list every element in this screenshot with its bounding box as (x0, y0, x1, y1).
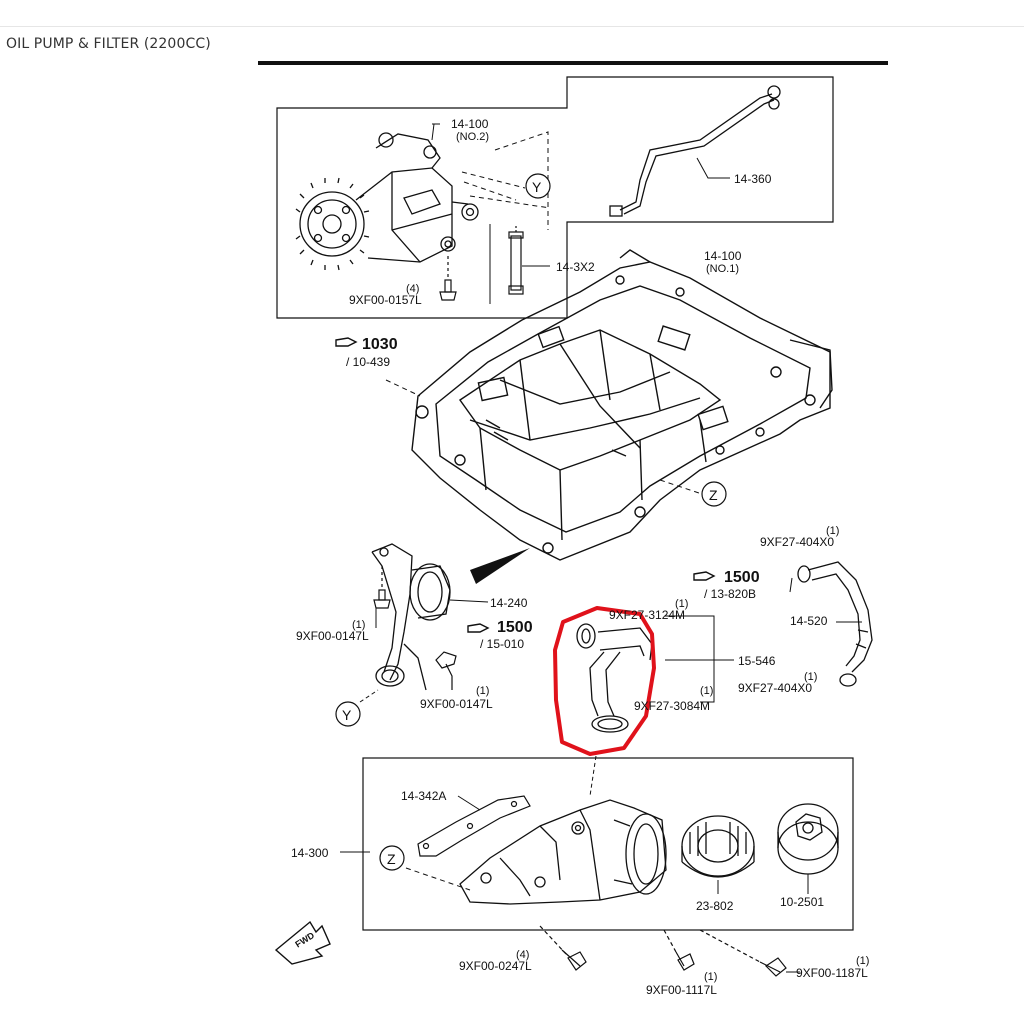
label-14-520[interactable]: 14-520 (790, 614, 828, 628)
label-1117l[interactable]: 9XF00-1117L (646, 983, 717, 997)
page-title: OIL PUMP & FILTER (2200CC) (6, 36, 211, 52)
label-1117l-qty: (1) (704, 971, 717, 983)
leader-14-342a (457, 795, 481, 811)
top-divider (0, 26, 1024, 27)
lower-inset-box (362, 757, 854, 931)
direction-arrow-icon (470, 548, 530, 584)
label-14-100-no1-sub: (NO.1) (706, 263, 739, 275)
label-ref-1500-left-sub: / 15-010 (480, 637, 524, 651)
label-0147l-b-qty: (1) (476, 685, 489, 697)
svg-text:Z: Z (387, 851, 396, 867)
callout-z-upper: Z (701, 481, 727, 507)
label-3124m-qty: (1) (675, 598, 688, 610)
label-404x0-top[interactable]: 9XF27-404X0 (760, 535, 834, 549)
leader-14-100-no2 (431, 123, 440, 141)
label-15-546[interactable]: 15-546 (738, 654, 776, 668)
label-3084m[interactable]: 9XF27-3084M (634, 699, 710, 713)
label-14-100-no2-sub: (NO.2) (456, 131, 489, 143)
label-ref-1500-right[interactable]: 1500 (724, 569, 760, 586)
oil-pan-body-part[interactable] (411, 249, 833, 561)
leader-z-lower (405, 867, 471, 891)
reference-hand-icon (335, 337, 358, 347)
label-3124m[interactable]: 9XF27-3124M (609, 608, 685, 622)
oil-filter-element-23-802-part[interactable] (681, 815, 755, 878)
oil-pump-no2-part[interactable] (295, 132, 479, 271)
svg-text:Z: Z (709, 487, 718, 503)
highlight-circle (553, 606, 656, 756)
bolt-1187l-part[interactable] (699, 929, 787, 977)
diagram-header-rule (258, 61, 888, 65)
label-14-300[interactable]: 14-300 (291, 846, 329, 860)
label-0147l-b[interactable]: 9XF00-0147L (420, 697, 493, 711)
label-14-342a[interactable]: 14-342A (401, 789, 446, 803)
label-ref-1030[interactable]: 1030 (362, 336, 398, 353)
label-404x0-top-qty: (1) (826, 525, 839, 537)
oil-strainer-14-240-part[interactable] (371, 543, 451, 691)
label-ref-1500-left[interactable]: 1500 (497, 619, 533, 636)
leader-y-upper (461, 171, 551, 209)
label-0247l[interactable]: 9XF00-0247L (459, 959, 532, 973)
label-0147l-a-qty: (1) (352, 619, 365, 631)
bolt-0247l-part[interactable] (539, 925, 587, 971)
leader-y-lower (359, 689, 379, 703)
label-10-2501[interactable]: 10-2501 (780, 895, 824, 909)
leader-15-546-bracket (665, 615, 734, 703)
label-0157l-qty: (4) (406, 283, 419, 295)
leader-14-240 (449, 599, 489, 603)
bolt-1117l-part[interactable] (663, 929, 695, 971)
label-404x0-bot[interactable]: 9XF27-404X0 (738, 681, 812, 695)
gasket-14-342a-part[interactable] (417, 795, 531, 857)
oil-filter-cap-10-2501-part[interactable] (777, 803, 839, 875)
callout-y-lower: Y (335, 701, 361, 727)
reference-hand-icon (693, 571, 716, 581)
label-14-240[interactable]: 14-240 (490, 596, 528, 610)
leader-14-360 (696, 157, 730, 179)
leader-1030 (385, 379, 421, 397)
bolt-0147l-b-part[interactable] (435, 651, 457, 690)
hose-15-546-part[interactable] (576, 623, 653, 733)
label-14-3x2[interactable]: 14-3X2 (556, 260, 595, 274)
upper-inset-box (276, 76, 834, 319)
label-3084m-qty: (1) (700, 685, 713, 697)
leader-z-upper (659, 479, 703, 495)
label-0247l-qty: (4) (516, 949, 529, 961)
label-1187l-qty: (1) (856, 955, 869, 967)
fwd-arrow-icon: FWD (274, 920, 331, 965)
label-14-360[interactable]: 14-360 (734, 172, 772, 186)
label-14-100-no1[interactable]: 14-100 (704, 249, 742, 263)
label-1187l[interactable]: 9XF00-1187L (796, 966, 868, 980)
svg-text:Y: Y (532, 179, 542, 195)
bolt-0157l-part[interactable] (439, 256, 457, 301)
label-0147l-a[interactable]: 9XF00-0147L (296, 629, 369, 643)
hose-14-520-part[interactable] (797, 561, 873, 687)
label-404x0-bot-qty: (1) (804, 671, 817, 683)
oil-pipe-14-360-part[interactable] (609, 85, 781, 217)
leader-hose-to-housing (589, 755, 597, 797)
label-ref-1500-right-sub: / 13-820B (704, 587, 756, 601)
label-ref-1030-sub: / 10-439 (346, 355, 390, 369)
callout-z-lower: Z (379, 845, 405, 871)
leader-404x0-top (789, 577, 793, 593)
label-23-802[interactable]: 23-802 (696, 899, 734, 913)
svg-text:Y: Y (342, 707, 352, 723)
label-0157l[interactable]: 9XF00-0157L (349, 293, 422, 307)
reference-hand-icon (467, 623, 490, 633)
bolt-0147l-a-part[interactable] (373, 566, 391, 609)
label-14-100-no2[interactable]: 14-100 (451, 117, 489, 131)
callout-y-upper: Y (525, 173, 551, 199)
oil-filter-housing-14-300-part[interactable] (459, 799, 667, 905)
leader-pump-pan (494, 131, 549, 230)
strainer-tube-14-3x2-part[interactable] (508, 226, 524, 295)
